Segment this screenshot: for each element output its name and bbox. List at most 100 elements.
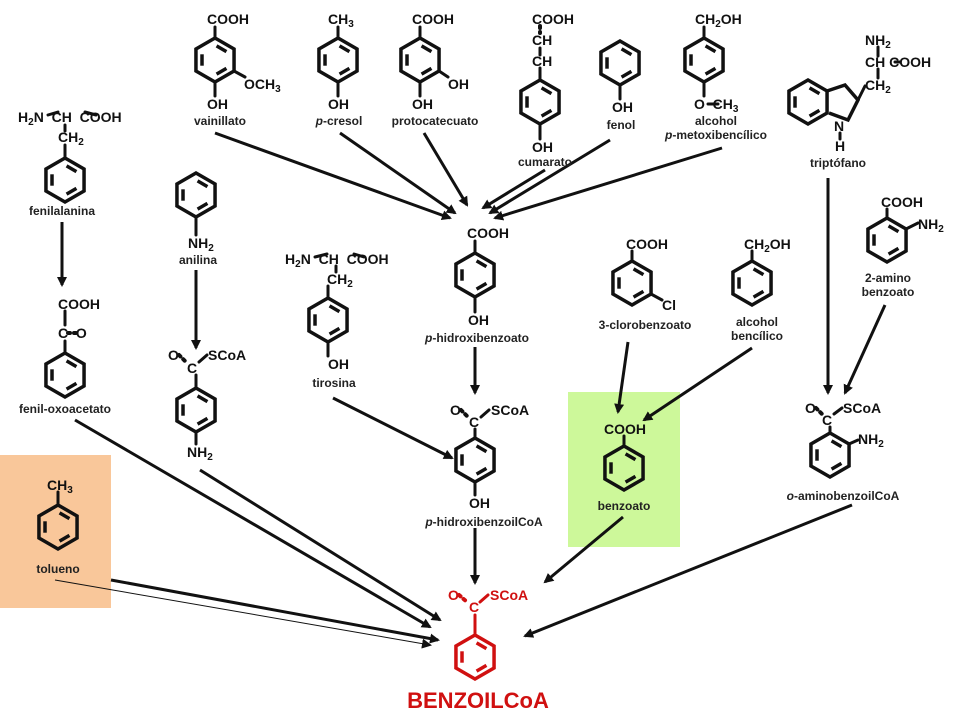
vanillate-bond-och3 (232, 69, 247, 79)
arrow-cumarate-to-phb (481, 168, 546, 210)
benzyl-ring-inner-bond (752, 289, 765, 299)
benzoate-cooh: COOH (604, 421, 646, 437)
oabcoa-c: C (822, 412, 833, 428)
benzoate-ring-inner-bond (624, 452, 637, 462)
anilinecoa-c: C (187, 360, 198, 376)
arrow-vanillate-to-phb (214, 131, 452, 220)
protocatechuate-bond-side (437, 69, 450, 79)
benzoate-name: benzoato (597, 499, 651, 513)
tryptophan-name: triptófano (810, 156, 866, 170)
oabcoa-double-bond (814, 406, 824, 416)
aminobenzoate-cooh: COOH (881, 194, 923, 210)
tryptophan-ch-cooh: CH COOH (865, 54, 932, 70)
vanillate-ring-inner-bond (215, 44, 228, 54)
anilinecoa-scoa: SCoA (208, 347, 247, 363)
phenyloxoacetate-ring-inner-bond (65, 381, 78, 391)
arrow-aminobenzoate-to-oabcoa (843, 304, 887, 395)
pcresol-ch3: CH3 (328, 11, 354, 30)
anilinecoa-double-bond (177, 353, 188, 364)
anilinecoa-bond-scoa (197, 353, 209, 364)
toluene-ring-inner-bond (58, 533, 71, 543)
tyrosine-ring-inner-bond (328, 326, 341, 336)
phenol-ring-inner-bond (620, 47, 633, 57)
phenylalanine-ring-inner-bond (65, 164, 78, 174)
arrow-oabcoa-to-product (523, 503, 853, 638)
arrow-toluene-to-product (110, 578, 440, 644)
pcresol-ring-inner-bond (338, 44, 351, 54)
benzoate-ring (603, 443, 645, 493)
pcresol-oh: OH (328, 96, 349, 112)
vanillate-name: vainillato (193, 114, 247, 128)
chlorobenzoate-ring-inner-bond (632, 289, 645, 299)
product-bond-scoa (478, 593, 490, 604)
tryptophan-benzene-ring-inner-bond (808, 86, 821, 96)
phenol-name: fenol (606, 118, 636, 132)
arrow-methoxybenzyl-to-phb (493, 146, 723, 221)
phydroxybenzoate-cooh: COOH (467, 225, 509, 241)
cumarate-oh: OH (532, 139, 553, 155)
tryptophan-h: H (835, 138, 846, 154)
aminobenzoate-nh2: NH2 (918, 216, 944, 235)
vanillate-och3: OCH3 (244, 76, 281, 95)
aminobenzoate-ring-inner-bond (887, 246, 900, 256)
cumarate-name: cumarato (517, 155, 573, 169)
tyrosine-ch2: CH2 (327, 271, 353, 290)
phbcoa-c: C (469, 414, 480, 430)
oabcoa-ring-inner-bond (830, 461, 843, 471)
phenylalanine-backbone: H2N CH COOH (18, 109, 122, 128)
tryptophan-pyrrole-ring (826, 82, 861, 123)
arrow-benzyl-to-benzoate (642, 346, 753, 422)
aniline-ring-inner-bond (196, 201, 209, 211)
phbcoa-ring-inner-bond (475, 444, 488, 454)
chlorobenzoate-bond-cl (649, 292, 664, 302)
vanillate-cooh: COOH (207, 11, 249, 27)
phenylalanine-bond-h2n (46, 110, 60, 117)
benzoate-highlight-box (568, 392, 680, 547)
anilinecoa-nh2: NH2 (187, 444, 213, 463)
oabcoa-name: o-aminobenzoilCoA (786, 489, 900, 503)
phbcoa-double-bond (459, 408, 470, 419)
chlorobenzoate-cl: Cl (662, 297, 676, 313)
pcresol-name: p-cresol (315, 114, 363, 128)
product-ring (454, 632, 496, 682)
oabcoa-scoa: SCoA (843, 400, 882, 416)
cumarate-ch1: CH (532, 32, 553, 48)
phbcoa-ring-inner-bond (475, 466, 488, 476)
phenylalanine-ring-inner-bond (65, 186, 78, 196)
methoxybenzyl-och3: O CH3 (694, 96, 739, 115)
phenyloxoacetate-name: fenil-oxoacetato (18, 402, 112, 416)
cumarate-cooh: COOH (532, 11, 574, 27)
aniline-name: anilina (178, 253, 218, 267)
pcresol-ring-inner-bond (338, 66, 351, 76)
phydroxybenzoate-name: p-hidroxibenzoato (424, 331, 530, 345)
oabcoa-nh2: NH2 (858, 431, 884, 450)
phbcoa-bond-scoa (479, 408, 491, 419)
aniline-ring-inner-bond (196, 179, 209, 189)
phenyloxoacetate-ring-inner-bond (65, 359, 78, 369)
vanillate-oh: OH (207, 96, 228, 112)
benzyl-ring-inner-bond (752, 267, 765, 277)
vanillate-ring-inner-bond (215, 66, 228, 76)
tyrosine-bond-cooh (352, 252, 366, 259)
oabcoa-bond-nh2 (847, 438, 860, 446)
aniline-nh2: NH2 (188, 235, 214, 254)
phbcoa-oh: OH (469, 495, 490, 511)
anilinecoa-ring-inner-bond (196, 394, 209, 404)
tyrosine-bond-h2n (313, 252, 329, 259)
toluene-highlight-box (0, 455, 111, 608)
tryptophan-ch2: CH2 (865, 77, 891, 96)
phenol-ring-inner-bond (620, 69, 633, 79)
tryptophan-n: N (834, 118, 845, 134)
phydroxybenzoate-oh: OH (468, 312, 489, 328)
oabcoa-ring-inner-bond (830, 439, 843, 449)
phydroxybenzoate-ring-inner-bond (475, 281, 488, 291)
arrow-chlorobenzoate-to-benzoate (614, 341, 630, 414)
protocatechuate-oh: OH (412, 96, 433, 112)
tyrosine-backbone: H2N CH COOH (285, 251, 389, 270)
phenol-oh: OH (612, 99, 633, 115)
product-c: C (469, 599, 480, 615)
product-double-bond (457, 593, 469, 604)
aminobenzoate-ring-inner-bond (887, 224, 900, 234)
